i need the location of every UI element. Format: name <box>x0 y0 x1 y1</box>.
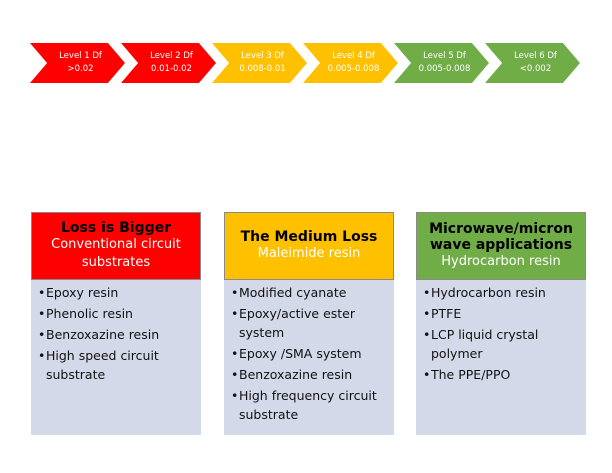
column-subtitle: Maleimide resin <box>257 246 361 261</box>
material-list: Hydrocarbon resin PTFE LCP liquid crysta… <box>423 283 580 384</box>
list-item: Hydrocarbon resin <box>423 283 580 302</box>
column-header: The Medium Loss Maleimide resin <box>224 212 394 280</box>
column-body: Epoxy resin Phenolic resin Benzoxazine r… <box>31 280 201 435</box>
level-name: Level 4 Df <box>332 51 375 61</box>
material-list: Epoxy resin Phenolic resin Benzoxazine r… <box>38 283 195 384</box>
list-item: PTFE <box>423 304 580 323</box>
level-range: 0.008-0.01 <box>239 64 286 74</box>
material-list: Modified cyanate Epoxy/active ester syst… <box>231 283 388 424</box>
list-item: High frequency circuit substrate <box>231 386 388 424</box>
list-item: Phenolic resin <box>38 304 195 323</box>
list-item: Benzoxazine resin <box>38 325 195 344</box>
level-range: 0.01-0.02 <box>151 64 192 74</box>
column-body: Modified cyanate Epoxy/active ester syst… <box>224 280 394 435</box>
list-item: The PPE/PPO <box>423 365 580 384</box>
level-name: Level 3 Df <box>241 51 284 61</box>
level-2-chevron: Level 2 Df 0.01-0.02 <box>121 43 216 83</box>
level-6-chevron: Level 6 Df <0.002 <box>485 43 580 83</box>
level-chevron-row: Level 1 Df >0.02 Level 2 Df 0.01-0.02 Le… <box>0 0 612 100</box>
column-title: Microwave/micron wave applications <box>429 221 573 253</box>
column-title: Loss is Bigger <box>61 220 171 236</box>
column-header: Loss is Bigger Conventional circuit subs… <box>31 212 201 280</box>
loss-bigger-column: Loss is Bigger Conventional circuit subs… <box>31 212 201 435</box>
list-item: Epoxy resin <box>38 283 195 302</box>
level-3-chevron: Level 3 Df 0.008-0.01 <box>212 43 307 83</box>
column-body: Hydrocarbon resin PTFE LCP liquid crysta… <box>416 280 586 435</box>
column-title: The Medium Loss <box>240 229 378 245</box>
level-name: Level 2 Df <box>150 51 193 61</box>
level-name: Level 1 Df <box>59 51 102 61</box>
level-name: Level 5 Df <box>423 51 466 61</box>
level-range: >0.02 <box>67 64 94 74</box>
list-item: Epoxy/active ester system <box>231 304 388 342</box>
level-range: 0.005-0.008 <box>327 64 380 74</box>
column-subtitle: Conventional circuit substrates <box>51 237 181 270</box>
level-5-chevron: Level 5 Df 0.005-0.008 <box>394 43 489 83</box>
column-subtitle: Hydrocarbon resin <box>441 254 561 269</box>
list-item: Epoxy /SMA system <box>231 344 388 363</box>
list-item: Modified cyanate <box>231 283 388 302</box>
list-item: LCP liquid crystal polymer <box>423 325 580 363</box>
level-1-chevron: Level 1 Df >0.02 <box>30 43 125 83</box>
list-item: Benzoxazine resin <box>231 365 388 384</box>
level-name: Level 6 Df <box>514 51 557 61</box>
microwave-column: Microwave/micron wave applications Hydro… <box>416 212 586 435</box>
list-item: High speed circuit substrate <box>38 346 195 384</box>
level-range: 0.005-0.008 <box>418 64 471 74</box>
level-range: <0.002 <box>519 64 552 74</box>
level-4-chevron: Level 4 Df 0.005-0.008 <box>303 43 398 83</box>
column-header: Microwave/micron wave applications Hydro… <box>416 212 586 280</box>
medium-loss-column: The Medium Loss Maleimide resin Modified… <box>224 212 394 435</box>
